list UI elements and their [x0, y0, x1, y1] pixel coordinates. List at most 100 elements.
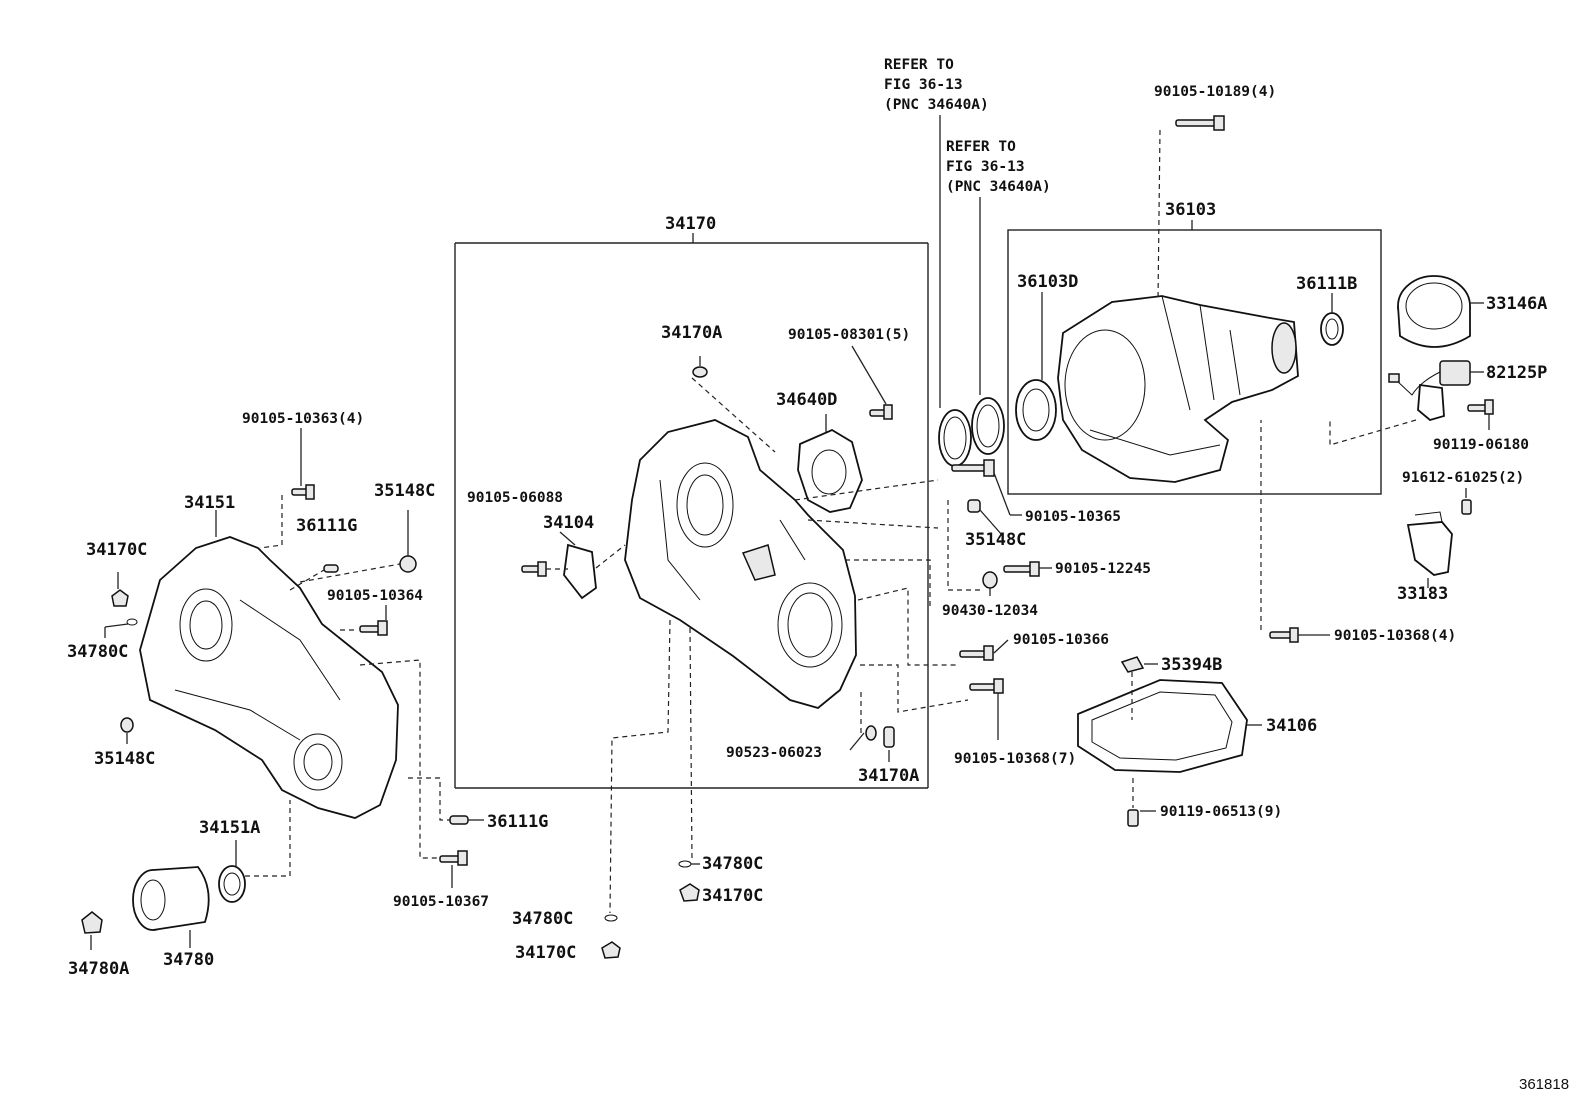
seal-34151A [218, 800, 291, 903]
oring-34780C-c2 [604, 914, 618, 922]
label-34170C-left: 34170C [86, 540, 147, 560]
label-34780C-left: 34780C [67, 642, 128, 662]
plug-35148C-mid [967, 499, 1003, 536]
label-35148C-low: 35148C [94, 749, 155, 769]
oil-pan-34106 [1077, 679, 1262, 773]
label-36103D: 36103D [1017, 272, 1078, 292]
connector-dash-82125P [1329, 419, 1417, 446]
nut-34170C-left [111, 572, 129, 607]
svg-text:(PNC 34640A): (PNC 34640A) [946, 179, 1051, 195]
label-90105-10368-4: 90105-10368(4) [1334, 628, 1456, 644]
nut-34170C-c2 [601, 941, 621, 959]
label-90105-06088: 90105-06088 [467, 490, 563, 506]
label-36111G-top: 36111G [296, 516, 357, 536]
label-35148C-mid: 35148C [965, 530, 1026, 550]
seal-ring-b [971, 397, 1005, 455]
label-90105-10365: 90105-10365 [1025, 509, 1121, 525]
sensor-82125P [1388, 360, 1484, 421]
oring-34780C-left [104, 618, 138, 638]
label-90105-10189: 90105-10189(4) [1154, 84, 1276, 100]
label-90119-06513: 90119-06513(9) [1160, 804, 1282, 820]
label-35394B: 35394B [1161, 655, 1222, 675]
cap-33146A [1397, 275, 1484, 348]
bolt-90105-10367 [359, 659, 468, 888]
label-34780C-c2: 34780C [512, 909, 573, 929]
pin-90523-06023 [849, 690, 877, 751]
seal-36103D [1015, 292, 1057, 441]
sleeve-34780 [132, 866, 210, 948]
label-34151: 34151 [184, 493, 235, 513]
group-box-36103 [1007, 220, 1382, 495]
pin-34170A-top [691, 356, 776, 453]
svg-text:FIG 36-13: FIG 36-13 [884, 77, 963, 93]
refer-note-2: REFER TO FIG 36-13 (PNC 34640A) [946, 139, 1051, 395]
bolt-90119-06513 [1127, 778, 1156, 827]
bolt-90105-10189 [1157, 115, 1225, 301]
filter-35394B [1120, 656, 1158, 720]
label-34151A: 34151A [199, 818, 260, 838]
dashes-34170-case [609, 479, 969, 914]
figure-id: 361818 [1519, 1076, 1569, 1093]
washer-90430-12034 [947, 500, 998, 596]
bracket-33183 [1406, 511, 1453, 588]
label-82125P: 82125P [1486, 363, 1547, 383]
seal-ring-a [938, 409, 972, 467]
label-90105-12245: 90105-12245 [1055, 561, 1151, 577]
label-90105-10367: 90105-10367 [393, 894, 489, 910]
label-36111G-bottom: 36111G [487, 812, 548, 832]
group-box-34170 [454, 233, 929, 789]
label-90105-08301: 90105-08301(5) [788, 327, 910, 343]
bolt-90105-08301 [851, 345, 893, 420]
svg-text:REFER TO: REFER TO [884, 57, 954, 73]
bolt-90105-12245 [1003, 561, 1052, 577]
label-34106: 34106 [1266, 716, 1317, 736]
bolt-91612-61025 [1461, 488, 1472, 515]
plate-34104 [559, 531, 626, 600]
plug-35148C-left [299, 510, 417, 583]
label-34170A-top: 34170A [661, 323, 722, 343]
label-90105-10366: 90105-10366 [1013, 632, 1109, 648]
bolt-90105-10365 [951, 459, 1022, 516]
label-33183: 33183 [1397, 584, 1448, 604]
label-34170: 34170 [665, 214, 716, 234]
label-90430-12034: 90430-12034 [942, 603, 1038, 619]
bolt-90105-10368-7 [969, 678, 1004, 740]
label-35148C-left: 35148C [374, 481, 435, 501]
label-90105-10364: 90105-10364 [327, 588, 423, 604]
label-36111B: 36111B [1296, 274, 1357, 294]
bolt-90105-10364 [340, 605, 388, 636]
label-34170C-c2: 34170C [515, 943, 576, 963]
seal-36111B [1320, 293, 1344, 346]
label-34780: 34780 [163, 950, 214, 970]
pin-34170A-bottom [883, 726, 895, 762]
label-33146A: 33146A [1486, 294, 1547, 314]
nut-34780A [81, 911, 103, 950]
svg-text:FIG 36-13: FIG 36-13 [946, 159, 1025, 175]
label-91612-61025: 91612-61025(2) [1402, 470, 1524, 486]
label-90105-10363: 90105-10363(4) [242, 411, 364, 427]
refer-note-1: REFER TO FIG 36-13 (PNC 34640A) [884, 57, 989, 408]
bolt-90105-10366 [959, 639, 1009, 661]
label-34780A: 34780A [68, 959, 129, 979]
label-36103: 36103 [1165, 200, 1216, 220]
part-labels: 34170 36103 90105-10189(4) 36103D 36111B… [67, 84, 1547, 979]
extension-housing-36103 [1057, 295, 1299, 483]
cover-34640D [797, 414, 863, 513]
bolt-90105-10368-4 [1260, 420, 1330, 643]
bolt-90105-10363 [259, 428, 315, 549]
label-90523-06023: 90523-06023 [726, 745, 822, 761]
case-34170 [624, 419, 857, 709]
oring-34780C-c1 [678, 860, 700, 868]
label-34640D: 34640D [776, 390, 837, 410]
pin-36111G-top [289, 564, 339, 591]
bolt-90119-06180 [1467, 399, 1494, 430]
plug-35148C-low [120, 717, 134, 744]
label-90119-06180: 90119-06180 [1433, 437, 1529, 453]
label-34170A-bottom: 34170A [858, 766, 919, 786]
case-34151 [139, 510, 399, 819]
label-34104: 34104 [543, 513, 594, 533]
bolt-90105-06088 [521, 561, 568, 577]
svg-text:(PNC 34640A): (PNC 34640A) [884, 97, 989, 113]
svg-text:REFER TO: REFER TO [946, 139, 1016, 155]
